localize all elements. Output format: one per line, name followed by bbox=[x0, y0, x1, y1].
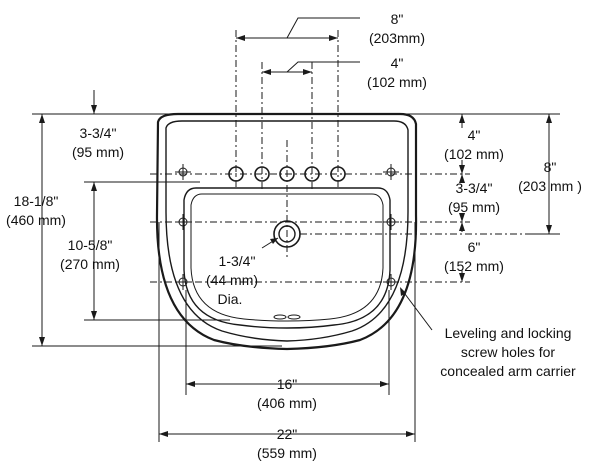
label-22in: 22" bbox=[277, 426, 298, 442]
note-line-2: screw holes for bbox=[461, 344, 555, 360]
label-4in-top: 4" bbox=[391, 55, 404, 71]
label-drain-imperial: 1-3/4" bbox=[219, 253, 256, 269]
label-102mm-right: (102 mm) bbox=[444, 146, 504, 162]
label-559mm: (559 mm) bbox=[257, 445, 317, 461]
label-drain-dia: Dia. bbox=[218, 291, 243, 307]
label-4in-right: 4" bbox=[468, 127, 481, 143]
label-6in: 6" bbox=[468, 239, 481, 255]
label-460mm: (460 mm) bbox=[6, 212, 66, 228]
label-3-3-4in-right: 3-3/4" bbox=[456, 180, 493, 196]
label-102mm-top: (102 mm) bbox=[367, 74, 427, 90]
label-8in-right: 8" bbox=[544, 159, 557, 175]
label-3-3-4in-left: 3-3/4" bbox=[80, 125, 117, 141]
label-10-5-8in: 10-5/8" bbox=[68, 237, 113, 253]
label-18-1-8in: 18-1/8" bbox=[14, 193, 59, 209]
screw-hole-note: Leveling and locking screw holes for con… bbox=[440, 325, 576, 379]
label-406mm: (406 mm) bbox=[257, 395, 317, 411]
label-152mm: (152 mm) bbox=[444, 258, 504, 274]
label-270mm: (270 mm) bbox=[60, 256, 120, 272]
label-16in: 16" bbox=[277, 376, 298, 392]
label-203mm-top: (203mm) bbox=[369, 30, 425, 46]
label-203mm-right: (203 mm ) bbox=[518, 178, 582, 194]
extension-lines bbox=[32, 113, 560, 442]
label-8in-top: 8" bbox=[391, 11, 404, 27]
dimension-lines bbox=[39, 17, 552, 437]
note-line-1: Leveling and locking bbox=[445, 325, 572, 341]
label-95mm-right: (95 mm) bbox=[448, 199, 500, 215]
label-drain-metric: (44 mm) bbox=[206, 272, 258, 288]
center-lines bbox=[150, 30, 540, 283]
note-line-3: concealed arm carrier bbox=[440, 363, 576, 379]
label-95mm-left: (95 mm) bbox=[72, 144, 124, 160]
dimension-labels: 8" (203mm) 4" (102 mm) 3-3/4" (95 mm) 18… bbox=[6, 11, 582, 461]
